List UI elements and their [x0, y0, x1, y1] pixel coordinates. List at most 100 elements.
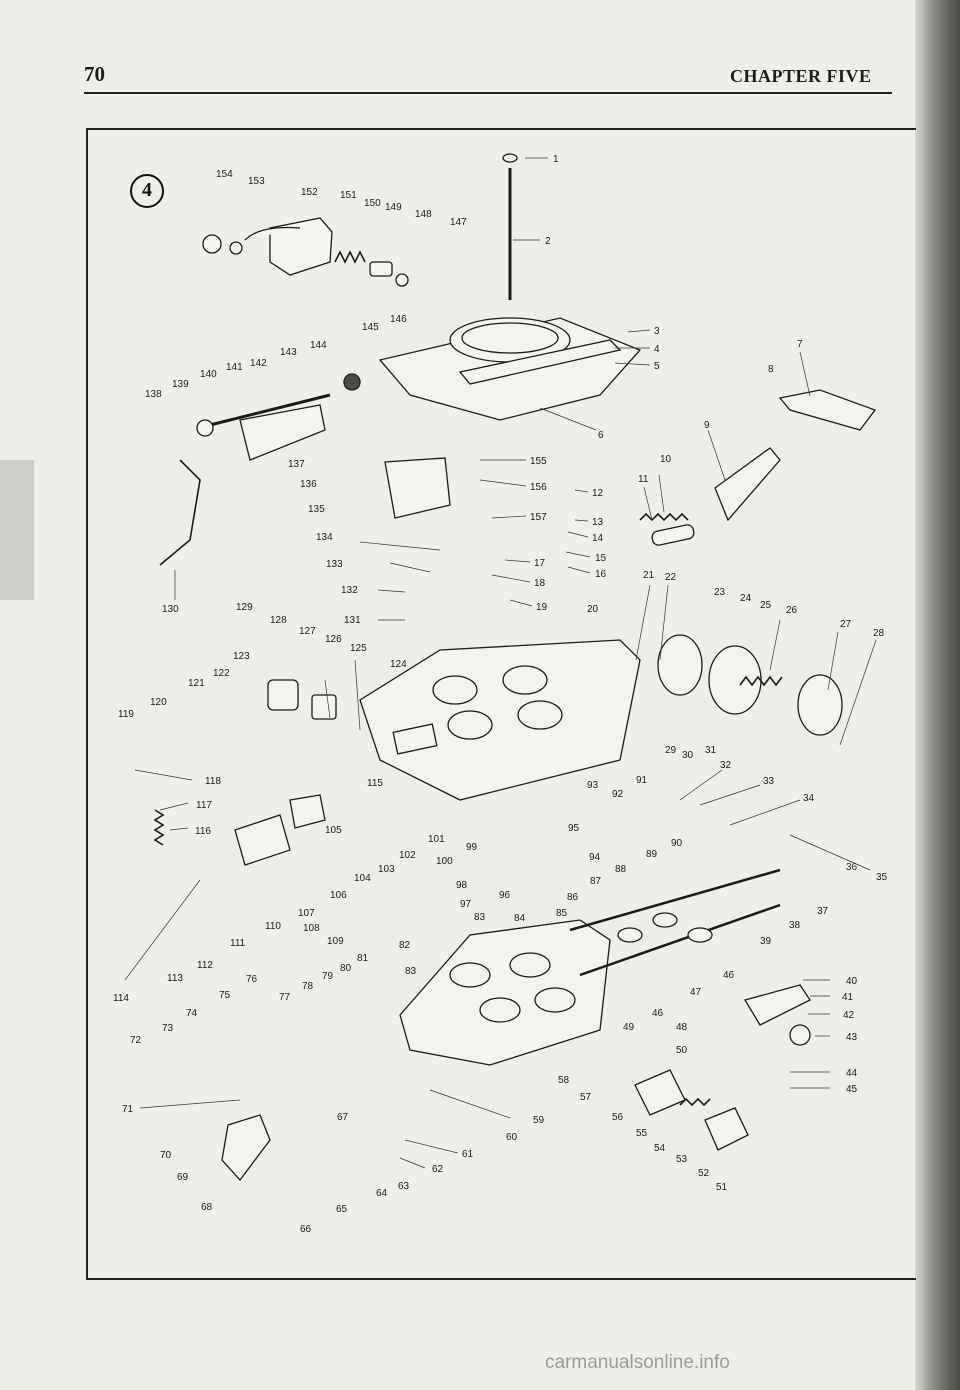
callout-52: 52 — [698, 1168, 710, 1179]
callout-136: 136 — [300, 479, 317, 490]
callout-15: 15 — [595, 553, 607, 564]
callout-45: 45 — [846, 1084, 858, 1095]
page-number: 70 — [84, 62, 105, 86]
callout-101: 101 — [428, 834, 445, 845]
callout-6: 6 — [598, 430, 604, 441]
callout-126: 126 — [325, 634, 342, 645]
callout-9: 9 — [704, 420, 710, 431]
page-binding-edge — [915, 0, 960, 1390]
callout-14: 14 — [592, 533, 604, 544]
callout-49: 49 — [623, 1022, 635, 1033]
callout-103: 103 — [378, 864, 395, 875]
callout-110: 110 — [265, 921, 281, 932]
callout-51: 51 — [716, 1182, 728, 1193]
callout-58: 58 — [558, 1075, 570, 1086]
callout-30: 30 — [682, 750, 694, 761]
callout-127: 127 — [299, 626, 316, 637]
callout-139: 139 — [172, 379, 189, 390]
callout-53: 53 — [676, 1154, 688, 1165]
callout-1: 1 — [553, 154, 559, 165]
callout-119: 119 — [118, 709, 134, 720]
callout-57: 57 — [580, 1092, 592, 1103]
callout-155: 155 — [530, 456, 547, 467]
callout-143: 143 — [280, 347, 297, 358]
callout-131: 131 — [344, 615, 361, 626]
callout-138: 138 — [145, 389, 162, 400]
callout-109: 109 — [327, 936, 344, 947]
callout-118: 118 — [205, 776, 221, 787]
callout-47: 47 — [690, 987, 702, 998]
callout-97: 97 — [460, 899, 472, 910]
callout-125: 125 — [350, 643, 367, 654]
callout-33: 33 — [763, 776, 775, 787]
callout-27: 27 — [840, 619, 852, 630]
callout-151: 151 — [340, 190, 357, 201]
callout-152: 152 — [301, 187, 318, 198]
callout-24: 24 — [740, 593, 752, 604]
callout-82: 82 — [399, 940, 411, 951]
callout-28: 28 — [873, 628, 885, 639]
callout-137: 137 — [288, 459, 305, 470]
callout-25: 25 — [760, 600, 772, 611]
callout-29: 29 — [665, 745, 677, 756]
callout-88: 88 — [615, 864, 627, 875]
callout-8: 8 — [768, 364, 774, 375]
callout-20: 20 — [587, 604, 599, 615]
callout-19: 19 — [536, 602, 548, 613]
callout-39: 39 — [760, 936, 772, 947]
callout-114: 114 — [113, 993, 129, 1004]
callout-150: 150 — [364, 198, 381, 209]
callout-12: 12 — [592, 488, 604, 499]
callout-31: 31 — [705, 745, 717, 756]
callout-90: 90 — [671, 838, 683, 849]
callout-124: 124 — [390, 659, 407, 670]
callout-59: 59 — [533, 1115, 545, 1126]
callout-61: 61 — [462, 1149, 474, 1160]
callout-40: 40 — [846, 976, 858, 987]
callout-44: 44 — [846, 1068, 858, 1079]
callout-76: 76 — [246, 974, 258, 985]
callout-68: 68 — [201, 1202, 213, 1213]
callout-121: 121 — [188, 678, 205, 689]
callout-37: 37 — [817, 906, 829, 917]
callout-144: 144 — [310, 340, 327, 351]
callout-149: 149 — [385, 202, 402, 213]
callout-5: 5 — [654, 361, 660, 372]
callout-80: 80 — [340, 963, 352, 974]
callout-16: 16 — [595, 569, 607, 580]
callout-89: 89 — [646, 849, 658, 860]
callout-42: 42 — [843, 1010, 855, 1021]
callout-106: 106 — [330, 890, 347, 901]
callout-86: 86 — [567, 892, 579, 903]
callout-2: 2 — [545, 236, 551, 247]
callout-84: 84 — [514, 913, 526, 924]
callout-133: 133 — [326, 559, 343, 570]
callout-77: 77 — [279, 992, 291, 1003]
callout-122: 122 — [213, 668, 230, 679]
callout-67: 67 — [337, 1112, 349, 1123]
callout-43: 43 — [846, 1032, 858, 1043]
callout-62: 62 — [432, 1164, 444, 1175]
callout-129: 129 — [236, 602, 253, 613]
callout-72: 72 — [130, 1035, 142, 1046]
figure-frame — [86, 128, 916, 1280]
callout-105: 105 — [325, 825, 342, 836]
callout-104: 104 — [354, 873, 371, 884]
callout-26: 26 — [786, 605, 798, 616]
callout-115: 115 — [367, 778, 383, 789]
callout-100: 100 — [436, 856, 453, 867]
callout-157: 157 — [530, 512, 547, 523]
callout-78: 78 — [302, 981, 314, 992]
callout-99: 99 — [466, 842, 478, 853]
callout-102: 102 — [399, 850, 416, 861]
callout-17: 17 — [534, 558, 546, 569]
callout-156: 156 — [530, 482, 547, 493]
callout-123: 123 — [233, 651, 250, 662]
callout-13: 13 — [592, 517, 604, 528]
callout-128: 128 — [270, 615, 287, 626]
callout-54: 54 — [654, 1143, 666, 1154]
callout-98: 98 — [456, 880, 468, 891]
callout-79: 79 — [322, 971, 334, 982]
callout-108: 108 — [303, 923, 320, 934]
callout-116: 116 — [195, 826, 211, 837]
